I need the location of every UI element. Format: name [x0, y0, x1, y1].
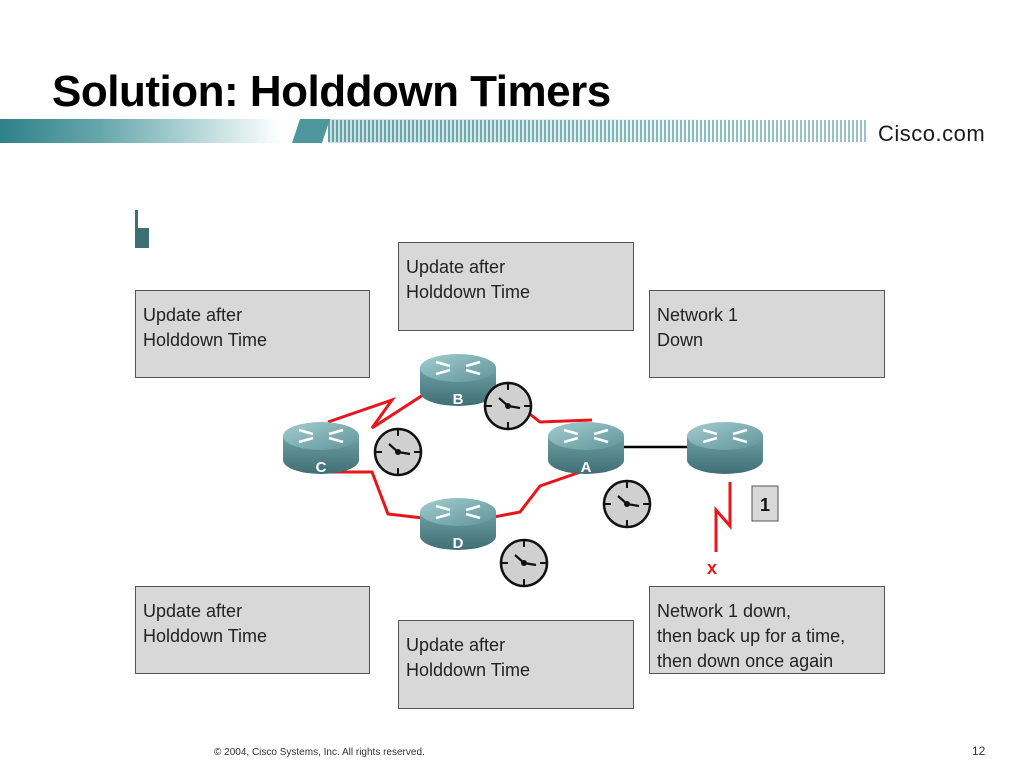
router-arrows-icon	[435, 504, 481, 520]
page-number: 12	[972, 744, 986, 758]
router-arrows-icon	[298, 428, 344, 444]
router-d-label: D	[453, 535, 464, 552]
box-top-right: Network 1 Down	[649, 290, 885, 378]
link-c-b	[327, 382, 441, 430]
router-d: D	[420, 498, 496, 552]
router-a: A	[548, 422, 624, 476]
clock-icon	[499, 538, 549, 588]
router-arrows-icon	[435, 360, 481, 376]
box-bottom-right: Network 1 down, then back up for a time,…	[649, 586, 885, 674]
box-top-left: Update after Holddown Time	[135, 290, 370, 378]
cisco-logo: Cisco.com	[878, 121, 986, 146]
box-top-center: Update after Holddown Time	[398, 242, 634, 331]
router-arrows-icon	[563, 428, 609, 444]
network-1-label: 1	[760, 495, 770, 515]
clock-icon	[483, 381, 533, 431]
page-title: Solution: Holddown Timers	[52, 67, 611, 116]
router-arrows-icon	[702, 428, 748, 444]
clock-icon	[602, 479, 652, 529]
box-bottom-left: Update after Holddown Time	[135, 586, 370, 674]
router-e	[687, 422, 763, 474]
router-b-label: B	[453, 391, 464, 408]
header-banner	[0, 119, 868, 143]
copyright-footer: © 2004, Cisco Systems, Inc. All rights r…	[214, 747, 425, 758]
link-d-a	[477, 468, 587, 522]
router-b: B	[420, 354, 496, 408]
router-a-label: A	[581, 459, 592, 476]
failure-mark: x	[707, 558, 717, 578]
router-c-label: C	[316, 459, 327, 476]
router-c: C	[283, 422, 359, 476]
link-c-d	[328, 470, 441, 522]
network-1-tag	[751, 485, 779, 522]
link-network-1	[714, 482, 732, 552]
box-bottom-center: Update after Holddown Time	[398, 620, 634, 709]
clock-icon	[373, 427, 423, 477]
